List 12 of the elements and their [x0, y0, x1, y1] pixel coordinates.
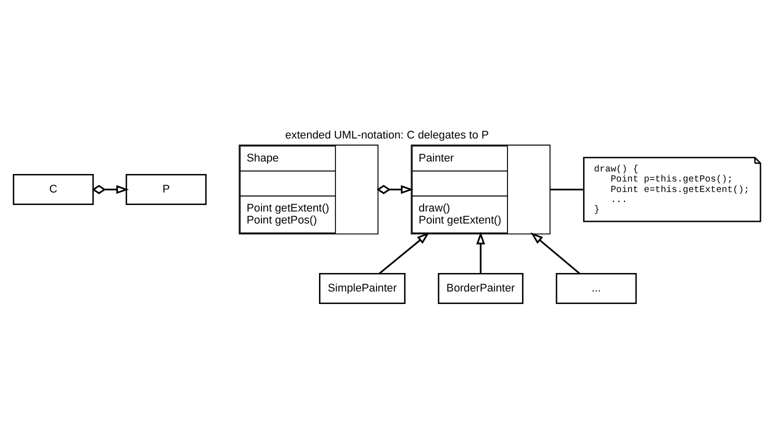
node-box: P	[126, 174, 207, 205]
node-box: SimplePainter	[319, 272, 406, 304]
arrow	[92, 184, 129, 194]
arrow	[476, 231, 486, 274]
connector	[550, 188, 584, 190]
arrow	[530, 232, 580, 274]
node-box: BorderPainter	[438, 272, 524, 304]
arrow	[378, 232, 430, 274]
node-box: ...	[556, 272, 637, 304]
node-box: C	[12, 174, 94, 205]
diagram-title: extended UML-notation: C delegates to P	[285, 128, 489, 141]
arrow	[376, 184, 414, 194]
